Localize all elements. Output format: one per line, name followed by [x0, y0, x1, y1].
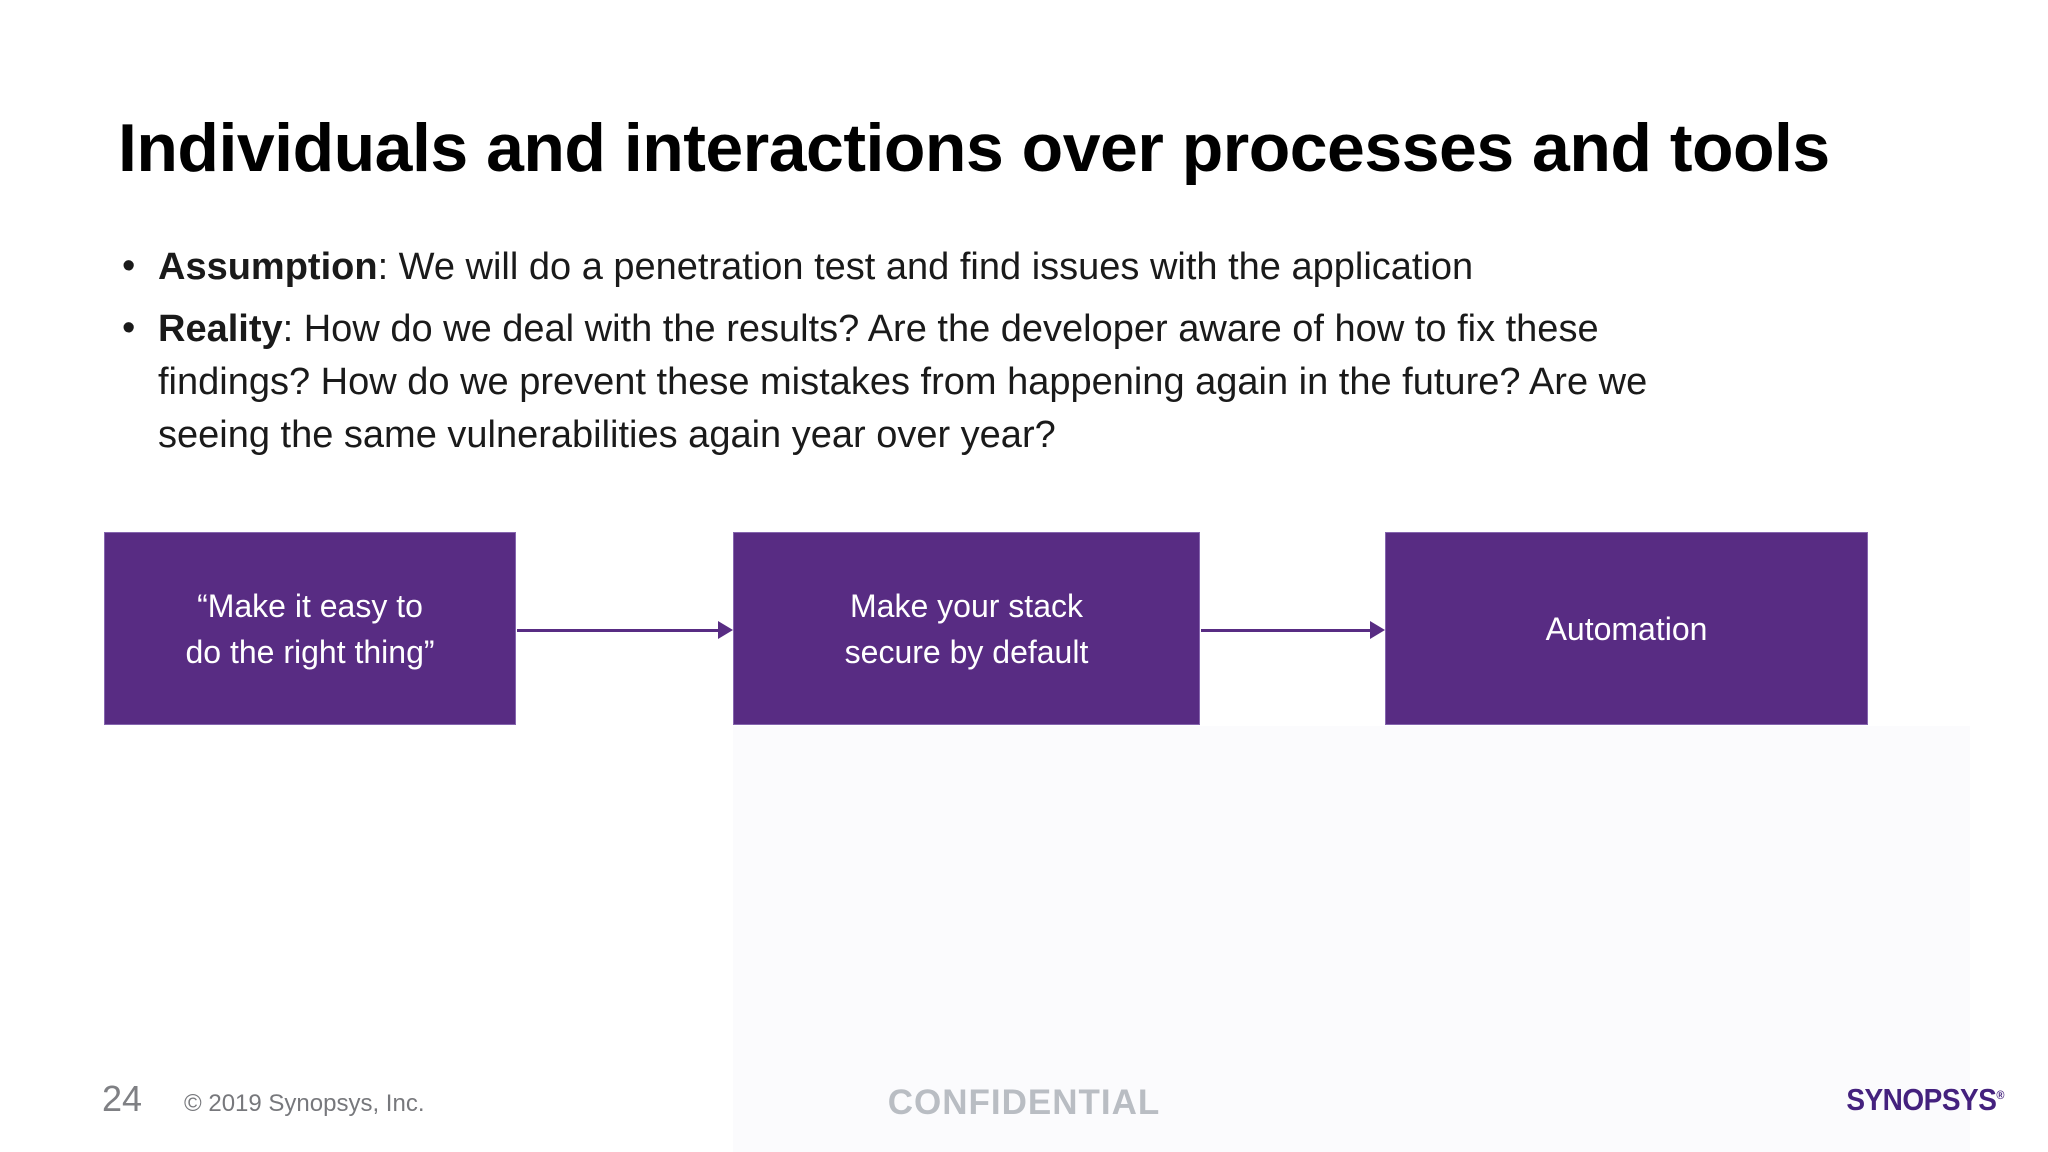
bullet-item-assumption: • Assumption: We will do a penetration t…	[122, 241, 1828, 294]
flow-step-label: secure by default	[844, 633, 1089, 670]
flow-arrow-2	[1201, 621, 1385, 639]
flow-arrow-1	[517, 621, 733, 639]
confidential-watermark: CONFIDENTIAL	[887, 1083, 1161, 1122]
synopsys-logo-text: SYNOPSYS	[1846, 1083, 1997, 1117]
flow-step-secure-by-default: Make your stack secure by default	[733, 532, 1200, 725]
bullet-item-reality: • Reality: How do we deal with the resul…	[122, 303, 1828, 462]
flow-step-automation: Automation	[1385, 532, 1868, 725]
flow-step-make-it-easy: “Make it easy to do the right thing”	[104, 532, 516, 725]
bullet-line: Assumption: We will do a penetration tes…	[158, 241, 1828, 294]
bullet-marker: •	[122, 245, 136, 287]
footer-copyright: © 2019 Synopsys, Inc.	[184, 1090, 425, 1117]
slide-title: Individuals and interactions over proces…	[118, 109, 1830, 186]
flow-step-label: do the right thing”	[185, 633, 435, 670]
arrow-right-icon	[718, 621, 733, 639]
bullet-line: Reality: How do we deal with the results…	[158, 303, 1828, 356]
arrow-line	[517, 628, 718, 632]
bullet-text: : We will do a penetration test and find…	[377, 246, 1474, 288]
flow-step-label: “Make it easy to	[197, 587, 423, 624]
footer-page-number: 24	[102, 1078, 143, 1119]
registered-trademark-icon: ®	[1996, 1089, 2004, 1103]
bullet-marker: •	[122, 307, 136, 349]
bullet-line: seeing the same vulnerabilities again ye…	[158, 414, 1056, 456]
arrow-right-icon	[1370, 621, 1385, 639]
bullet-label-assumption: Assumption	[158, 246, 378, 288]
flow-step-label: Make your stack	[850, 587, 1083, 624]
background-shade-rect	[733, 726, 1970, 1152]
bullet-line: findings? How do we prevent these mistak…	[158, 361, 1648, 403]
bullet-label-reality: Reality	[158, 308, 283, 350]
arrow-line	[1201, 628, 1370, 632]
bullet-list: • Assumption: We will do a penetration t…	[122, 241, 1828, 462]
synopsys-logo: SYNOPSYS®	[1846, 1083, 2004, 1118]
flow-step-label: Automation	[1545, 610, 1708, 647]
bullet-text: : How do we deal with the results? Are t…	[282, 308, 1599, 350]
